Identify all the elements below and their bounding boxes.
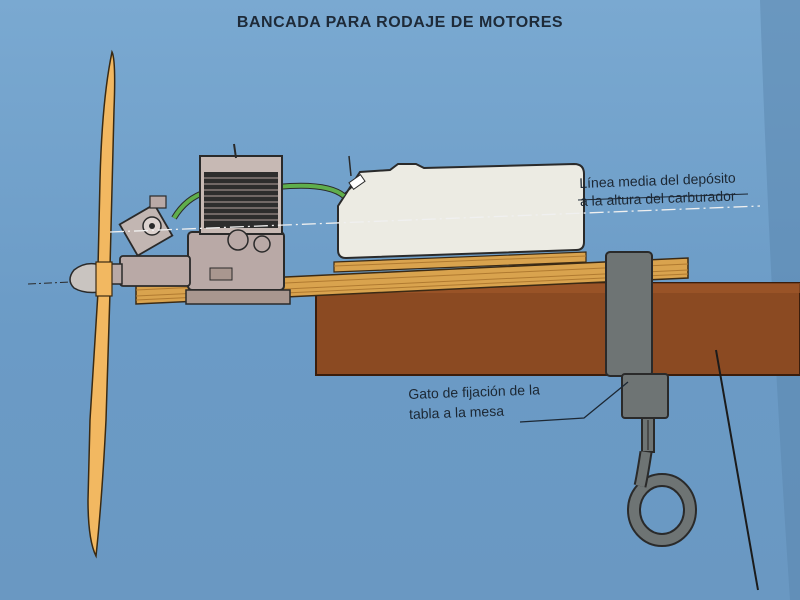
tank-cap <box>348 174 366 190</box>
tank-base-block <box>333 251 587 273</box>
table-leg <box>715 349 759 591</box>
fuel-tank <box>337 155 585 260</box>
diagram-title: BANCADA PARA RODAJE DE MOTORES <box>236 14 564 31</box>
propeller <box>69 49 116 559</box>
clamp-label: Gato de fijación de la tabla a la mesa <box>408 379 541 424</box>
cooling-fins <box>204 172 278 228</box>
glow-plug <box>233 143 237 159</box>
clamp <box>605 251 697 547</box>
clamp-leader-line <box>519 381 629 423</box>
engine-mount <box>185 289 291 305</box>
spinner-nut <box>69 262 101 294</box>
tank-centerline-label: Línea media del depósito a la altura del… <box>579 169 737 210</box>
reference-centerline <box>109 205 761 233</box>
tank-vent <box>348 155 352 177</box>
carburetor <box>118 195 174 257</box>
propeller-hub <box>95 261 113 297</box>
engine <box>95 143 291 305</box>
crank-centerline <box>27 281 71 285</box>
tank-label-underline <box>577 193 749 201</box>
table <box>315 282 800 591</box>
